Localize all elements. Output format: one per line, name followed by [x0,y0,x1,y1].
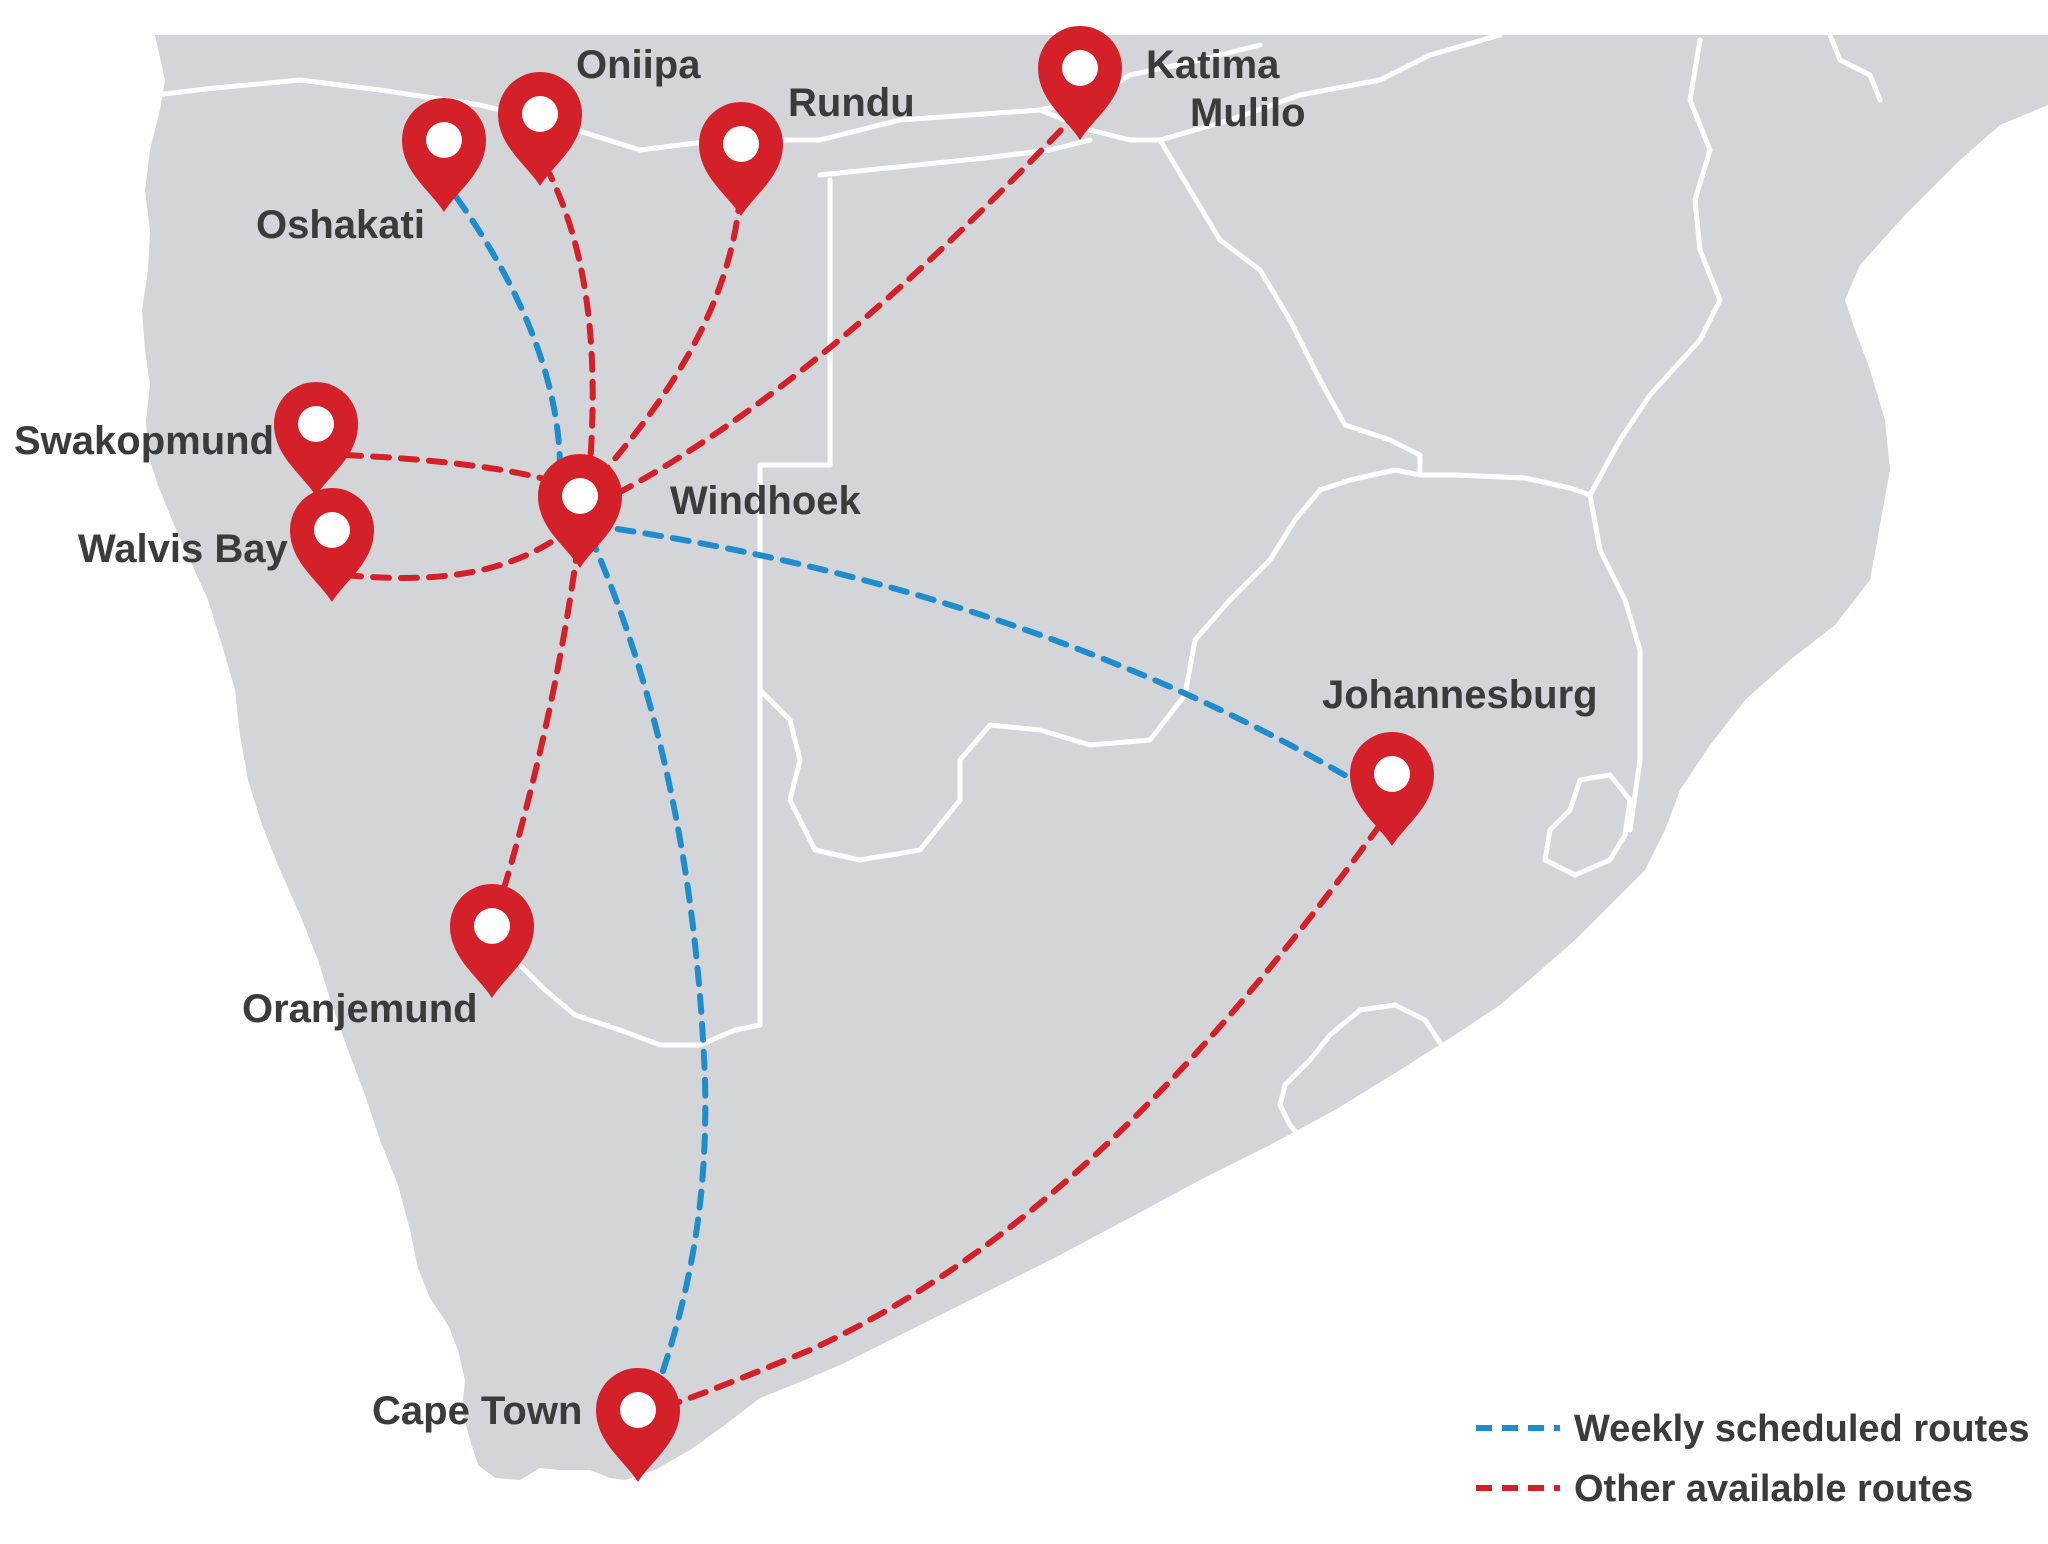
label-katima-line2: Mulilo [1190,91,1306,135]
label-walvis-bay: Walvis Bay [78,527,288,571]
route-windhoek-capetown [587,532,709,1383]
route-rundu-windhoek [585,192,743,493]
southern-africa-landmass [142,35,2048,1480]
route-walvisbay-windhoek [342,522,578,581]
routes-other [342,107,1383,1408]
legend-other-label: Other available routes [1574,1468,1973,1510]
label-windhoek: Windhoek [670,479,861,523]
label-oranjemund: Oranjemund [242,987,478,1031]
route-oshakati-windhoek [437,172,563,473]
label-johannesburg: Johannesburg [1322,673,1598,717]
route-windhoek-oranjemund [502,542,581,888]
route-windhoek-johannesburg [587,522,1373,793]
label-katima-line1: Katima [1146,43,1280,87]
city-labels: Oshakati Oniipa Rundu Katima Mulilo Swak… [14,43,1598,1433]
routes-weekly [437,172,1373,1383]
label-swakopmund: Swakopmund [14,419,274,463]
label-cape-town: Cape Town [372,1389,582,1433]
label-rundu: Rundu [788,81,915,125]
route-katima-windhoek [602,107,1083,503]
label-oshakati: Oshakati [256,203,425,247]
route-johannesburg-capetown [667,822,1383,1408]
legend: Weekly scheduled routes Other available … [1476,1408,2029,1510]
label-oniipa: Oniipa [576,43,701,87]
legend-weekly-label: Weekly scheduled routes [1574,1408,2029,1450]
route-oniipa-windhoek [542,162,596,493]
